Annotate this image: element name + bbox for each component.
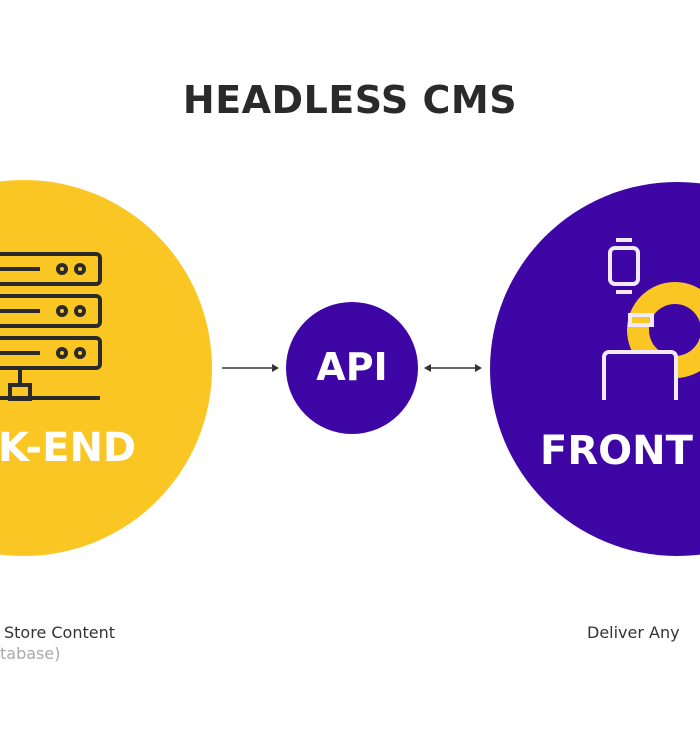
backend-label: K-END — [0, 425, 137, 471]
backend-circle — [0, 180, 212, 556]
api-label: API — [316, 345, 388, 389]
arrow-right-icon — [222, 364, 279, 372]
diagram-title: HEADLESS CMS — [182, 78, 518, 122]
devices-gear-icon — [602, 238, 700, 400]
frontend-label: FRONT — [540, 428, 693, 474]
frontend-caption: Deliver Any — [587, 623, 680, 642]
frontend-circle — [490, 182, 700, 556]
backend-caption: Store Content — [4, 623, 116, 642]
server-rack-icon — [0, 252, 102, 401]
backend-sub-caption: tabase) — [0, 644, 61, 663]
api-circle — [286, 302, 418, 434]
double-arrow-icon — [424, 364, 482, 372]
